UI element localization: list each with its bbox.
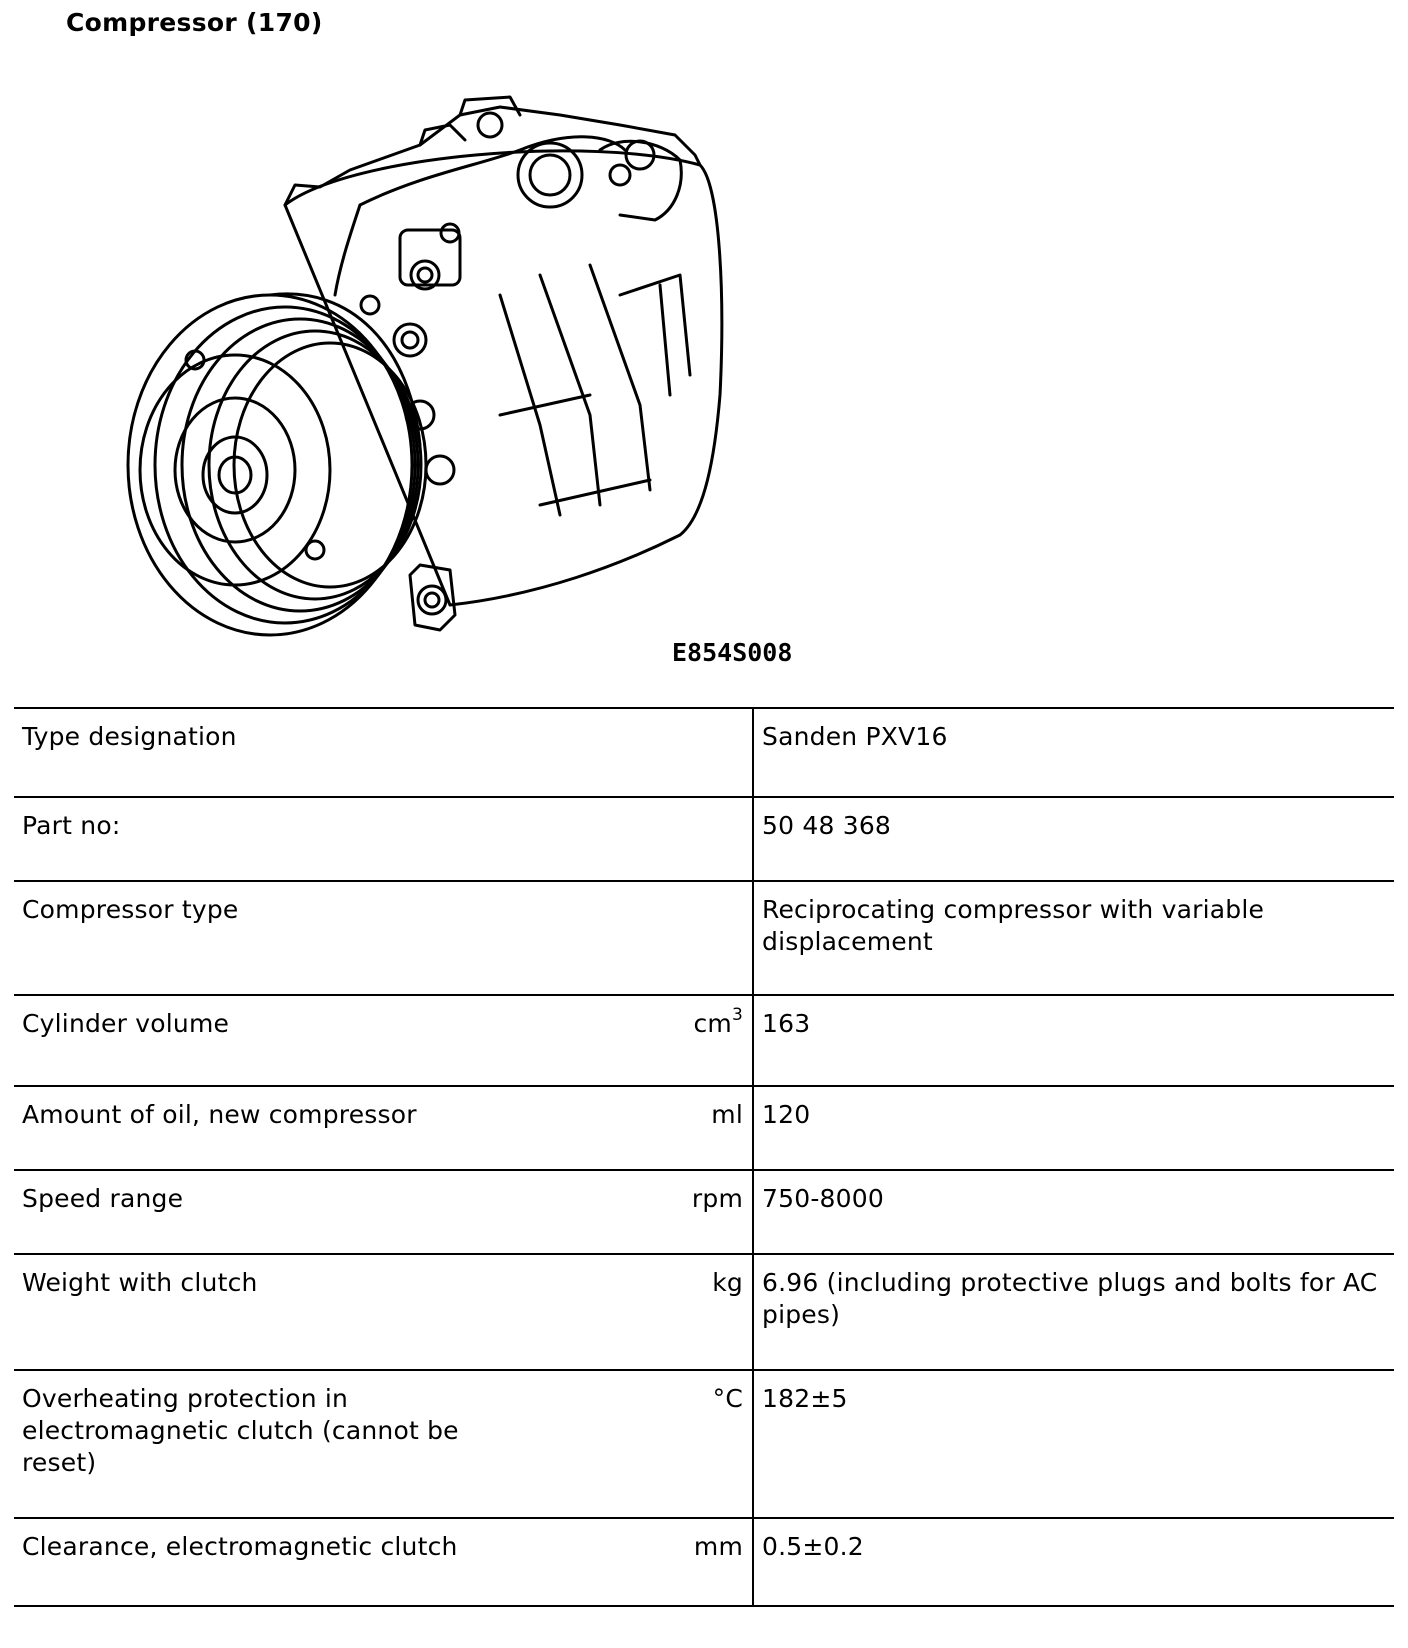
spec-label-cell: Part no: [14, 796, 754, 882]
spec-label: Weight with clutch [22, 1268, 258, 1297]
spec-unit: mm [693, 1532, 743, 1561]
spec-label-cell: Speed range rpm [14, 1169, 754, 1255]
spec-label: Overheating protection in electromagneti… [22, 1384, 459, 1477]
spec-value: Reciprocating compressor with variable d… [753, 880, 1394, 996]
spec-unit: ml [711, 1100, 743, 1129]
spec-value: 120 [753, 1085, 1394, 1171]
spec-label-cell: Weight with clutch kg [14, 1253, 754, 1371]
spec-value: Sanden PXV16 [753, 707, 1394, 798]
table-row: Type designation Sanden PXV16 [14, 707, 1394, 798]
table-row: Compressor type Reciprocating compressor… [14, 880, 1394, 996]
spec-label-cell: Amount of oil, new compressor ml [14, 1085, 754, 1171]
spec-label: Part no: [22, 811, 121, 840]
spec-label-cell: Overheating protection in electromagneti… [14, 1369, 754, 1519]
table-row: Cylinder volume cm3 163 [14, 994, 1394, 1087]
table-row: Clearance, electromagnetic clutch mm 0.5… [14, 1517, 1394, 1607]
table-row: Amount of oil, new compressor ml 120 [14, 1085, 1394, 1171]
spec-label: Amount of oil, new compressor [22, 1100, 417, 1129]
spec-label-cell: Compressor type [14, 880, 754, 996]
table-row: Overheating protection in electromagneti… [14, 1369, 1394, 1519]
spec-value: 182±5 [753, 1369, 1394, 1519]
spec-label-cell: Type designation [14, 707, 754, 798]
spec-label: Speed range [22, 1184, 184, 1213]
table-row: Part no: 50 48 368 [14, 796, 1394, 882]
table-row: Weight with clutch kg 6.96 (including pr… [14, 1253, 1394, 1371]
spec-label: Cylinder volume [22, 1009, 230, 1038]
spec-unit: °C [712, 1384, 743, 1413]
spec-unit: rpm [691, 1184, 743, 1213]
spec-label-cell: Cylinder volume cm3 [14, 994, 754, 1087]
spec-value: 163 [753, 994, 1394, 1087]
page-title: Compressor (170) [66, 8, 323, 37]
spec-label: Compressor type [22, 895, 239, 924]
figure-code: E854S008 [672, 638, 793, 667]
spec-value: 50 48 368 [753, 796, 1394, 882]
spec-value: 6.96 (including protective plugs and bol… [753, 1253, 1394, 1371]
spec-value: 0.5±0.2 [753, 1517, 1394, 1607]
spec-unit: cm3 [693, 1004, 743, 1038]
spec-unit: kg [712, 1268, 743, 1297]
spec-table: Type designation Sanden PXV16 Part no: 5… [14, 707, 1394, 1607]
compressor-illustration [120, 95, 780, 675]
spec-label: Type designation [22, 722, 237, 751]
spec-value: 750-8000 [753, 1169, 1394, 1255]
ac-compressor-line-drawing-icon [126, 95, 724, 637]
spec-label-cell: Clearance, electromagnetic clutch mm [14, 1517, 754, 1607]
spec-label: Clearance, electromagnetic clutch [22, 1532, 458, 1561]
table-row: Speed range rpm 750-8000 [14, 1169, 1394, 1255]
